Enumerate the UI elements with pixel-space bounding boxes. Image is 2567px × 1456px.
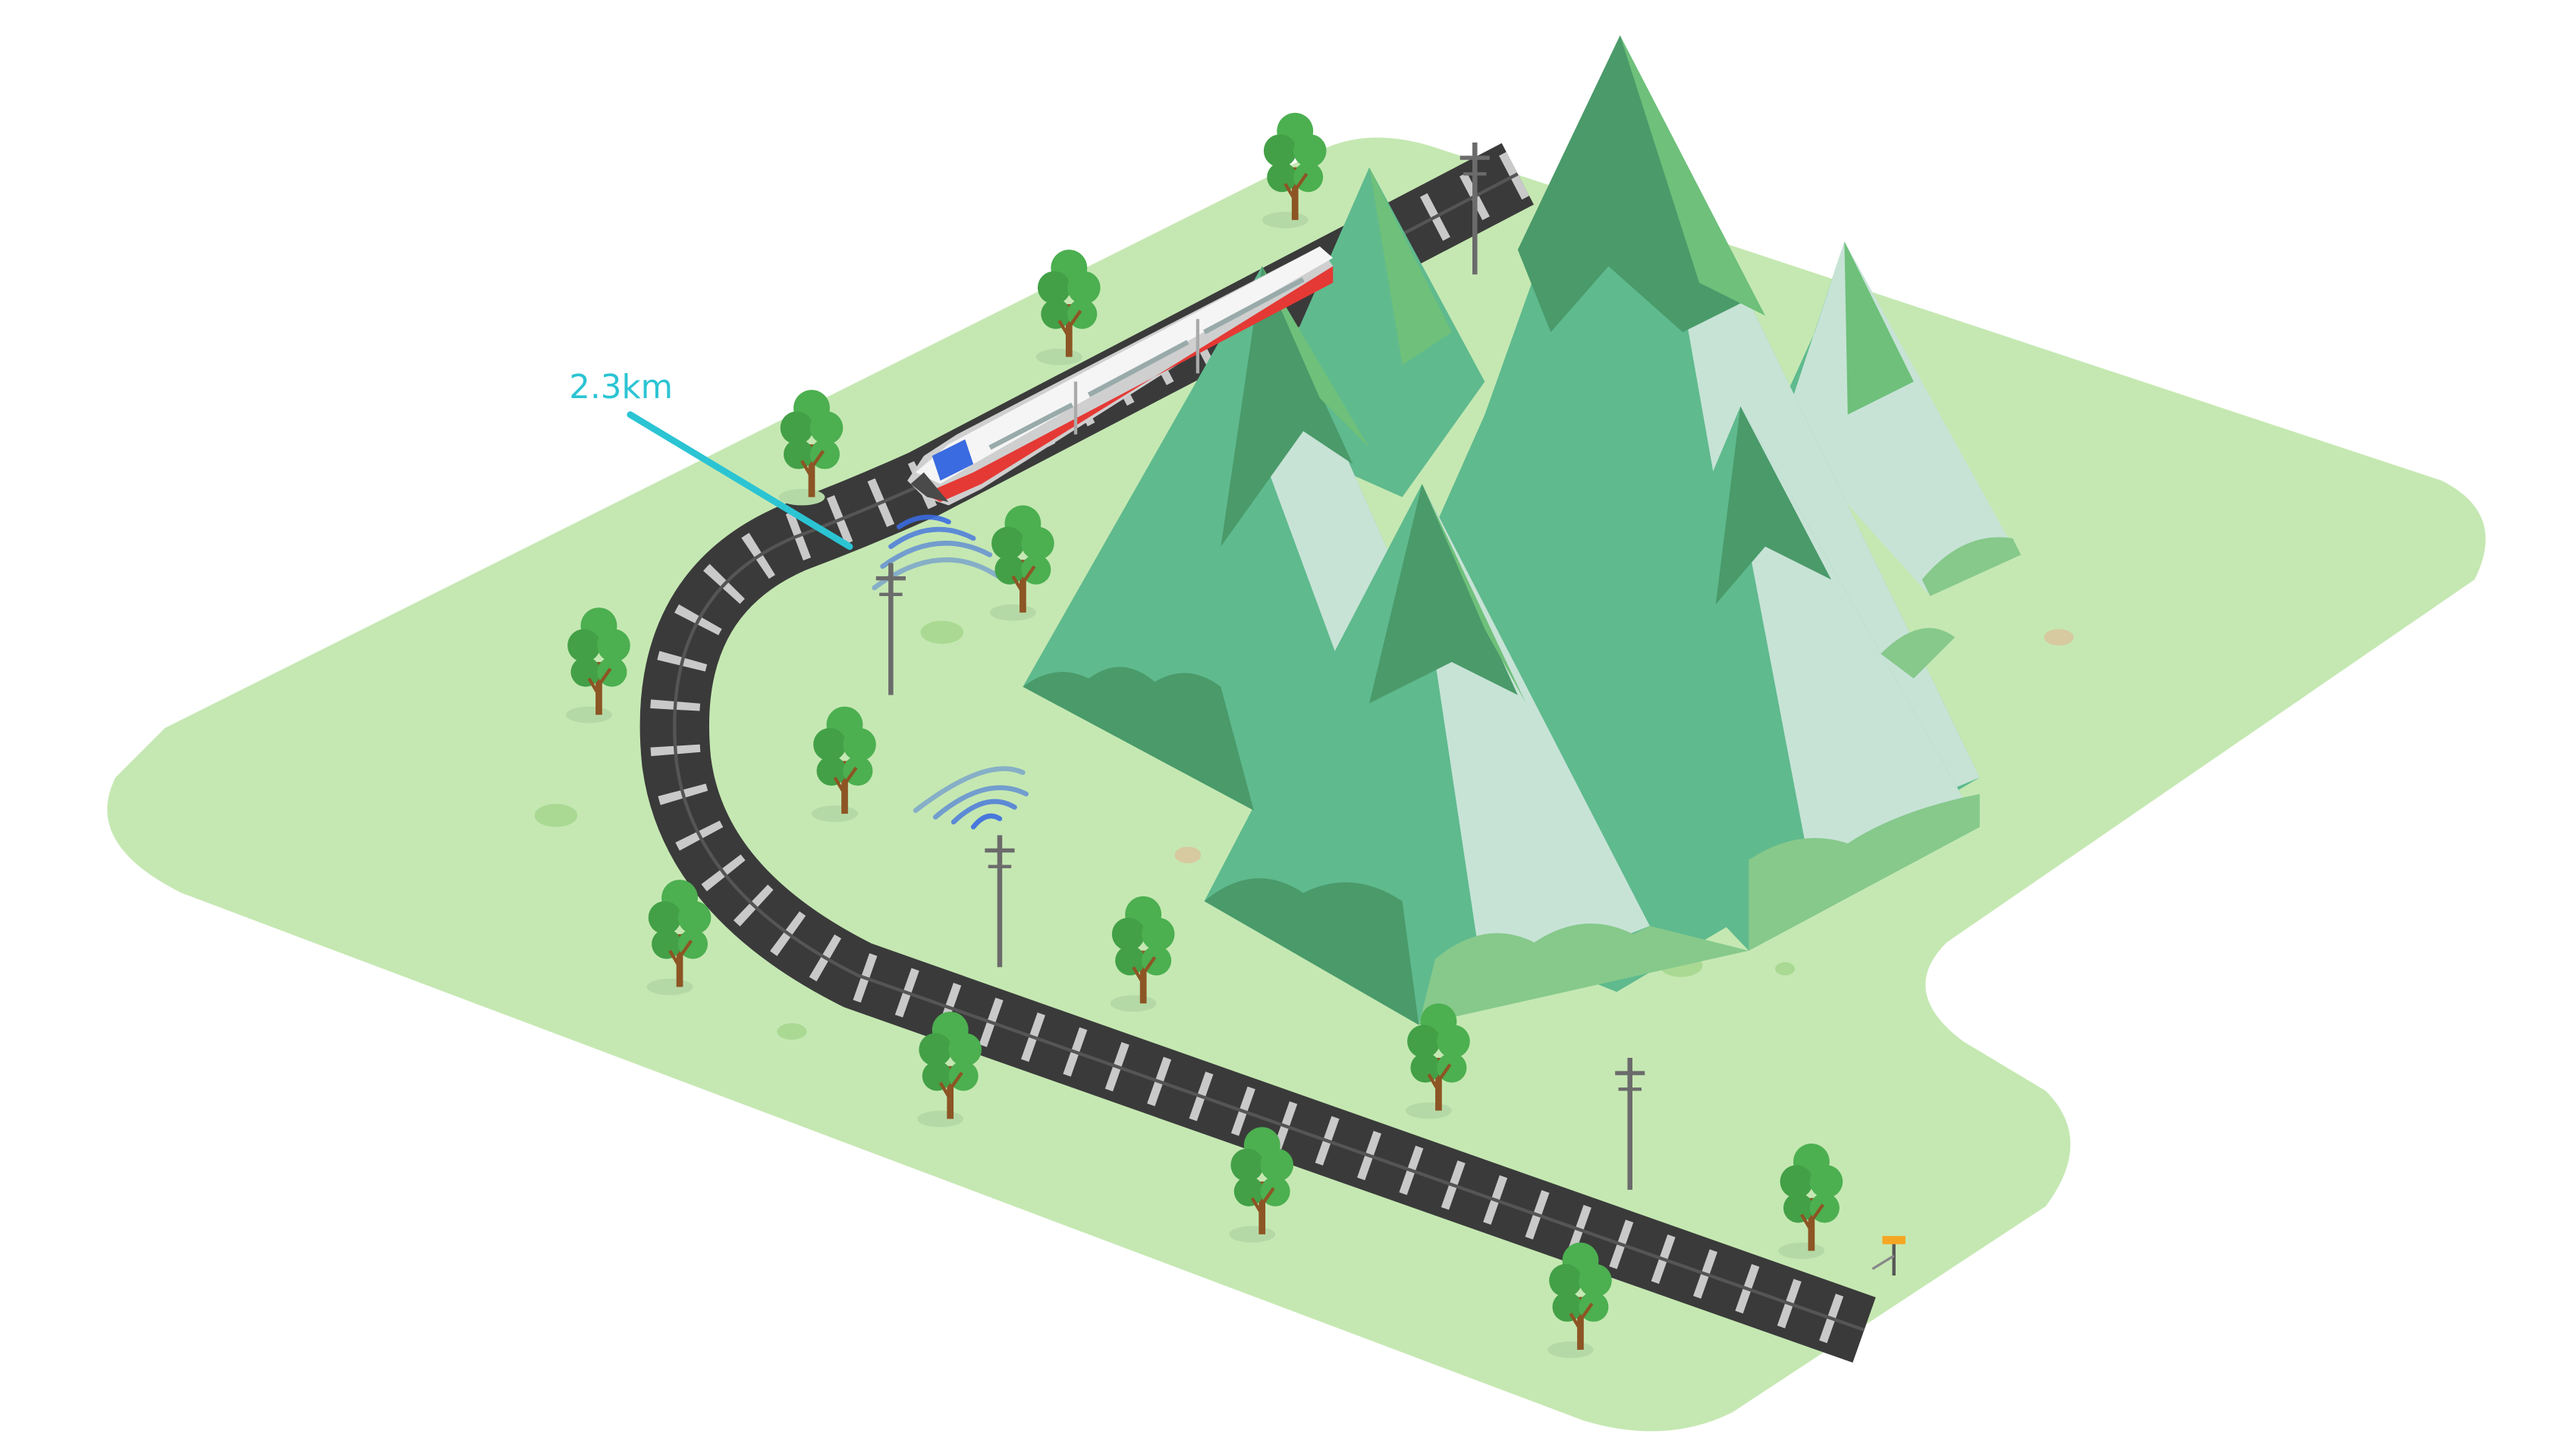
mountain-icon — [1781, 241, 2013, 597]
signpost-icon — [1871, 1235, 1906, 1276]
train-icon — [907, 246, 1334, 506]
ground-patch-sand — [2044, 629, 2074, 646]
railway-track — [639, 143, 1876, 1363]
ground-patch-sand — [1174, 846, 1202, 864]
mountain-range — [1023, 35, 2022, 1025]
distance-label: 2.3km — [569, 369, 673, 406]
callout-leader-line — [627, 411, 853, 551]
wireless-signal-icon — [913, 766, 1029, 830]
distance-callout: 2.3km — [569, 369, 853, 551]
